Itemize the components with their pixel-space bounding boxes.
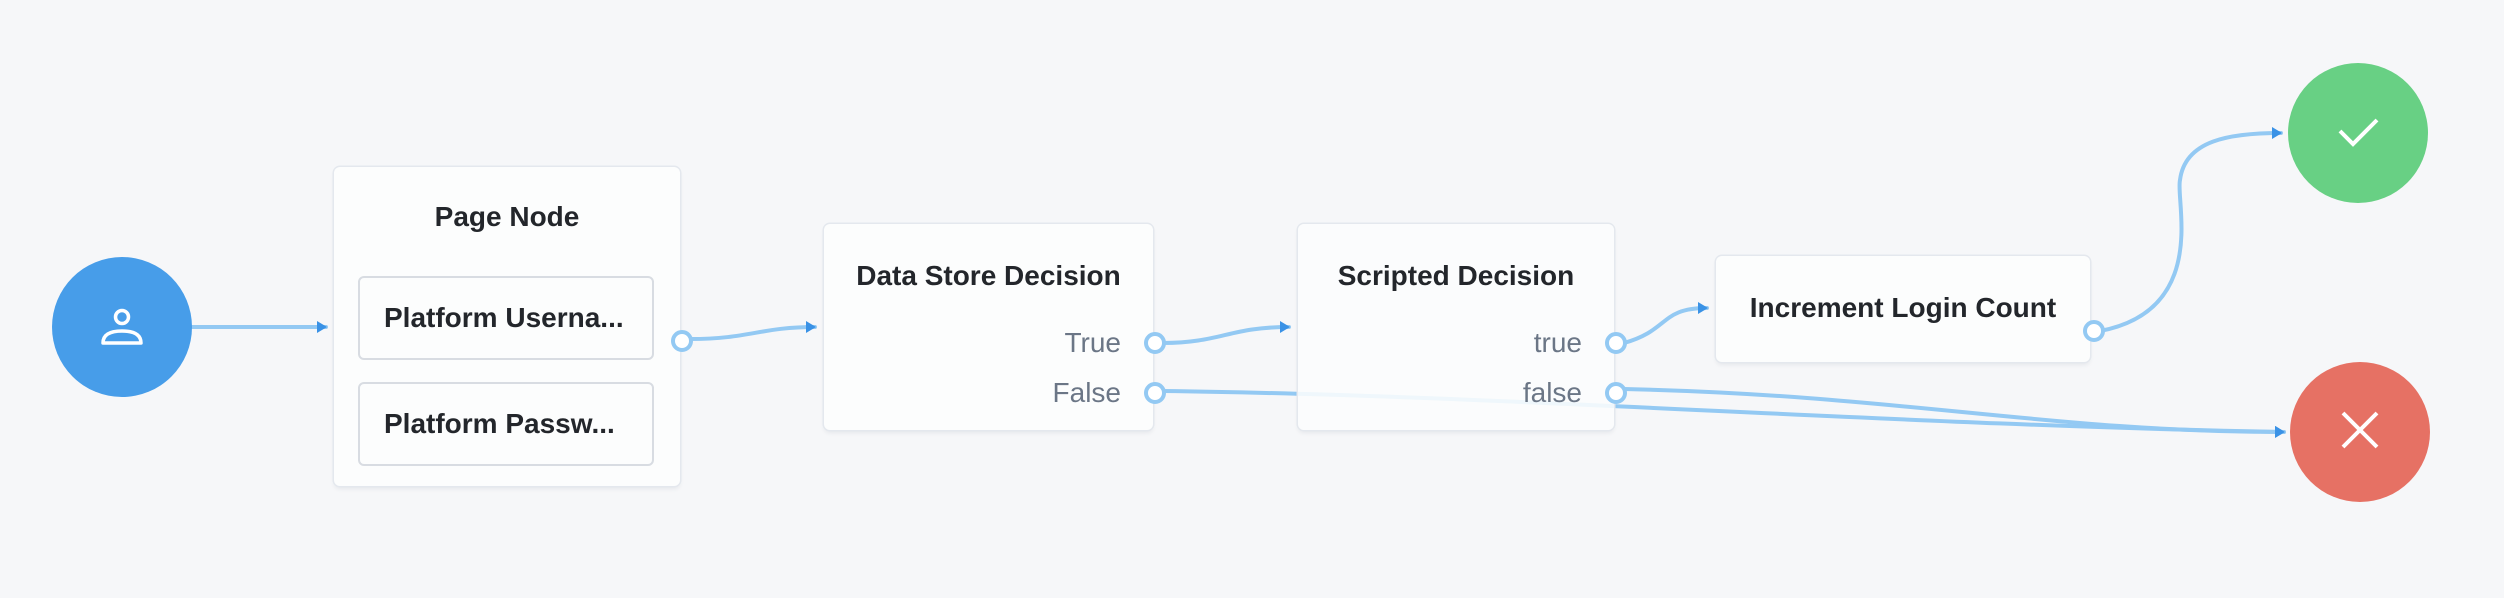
output-port-true[interactable]	[1144, 332, 1166, 354]
output-port[interactable]	[2083, 320, 2105, 342]
output-port-false[interactable]	[1605, 382, 1627, 404]
success-node[interactable]	[2288, 63, 2428, 203]
outcome-label-true: True	[1064, 327, 1121, 358]
output-port-false[interactable]	[1144, 382, 1166, 404]
data-store-decision-node[interactable]: Data Store Decision True False	[824, 224, 1166, 430]
link-increment-to-success	[2098, 127, 2283, 333]
outcome-label-true: true	[1533, 327, 1582, 358]
page-node-item-username[interactable]: Platform Userna...	[358, 276, 654, 360]
increment-login-count-node[interactable]: Increment Login Count	[1716, 256, 2105, 362]
output-port[interactable]	[671, 330, 693, 352]
check-icon	[2333, 106, 2383, 161]
outcome-label-false: False	[1052, 377, 1121, 408]
item-label: Platform Passw...	[384, 408, 615, 439]
output-port-true[interactable]	[1605, 332, 1627, 354]
start-node[interactable]	[52, 257, 192, 397]
page-node-item-password[interactable]: Platform Passw...	[358, 382, 654, 466]
node-title: Page Node	[434, 201, 580, 232]
link-scripted-false-to-failure	[1622, 387, 2286, 438]
link-page-to-datastore	[688, 321, 817, 341]
node-title: Scripted Decision	[1337, 260, 1575, 291]
scripted-decision-node[interactable]: Scripted Decision true false	[1298, 224, 1627, 430]
item-label: Platform Userna...	[384, 302, 624, 333]
page-node[interactable]: Page Node Platform Userna... Platform Pa…	[334, 167, 693, 486]
node-title: Data Store Decision	[856, 260, 1121, 291]
x-icon	[2340, 410, 2380, 455]
person-icon	[97, 300, 147, 355]
failure-node[interactable]	[2290, 362, 2430, 502]
link-scripted-true-to-increment	[1622, 302, 1709, 345]
node-title: Increment Login Count	[1749, 292, 2057, 323]
link-datastore-true-to-scripted	[1161, 321, 1291, 345]
outcome-label-false: false	[1522, 377, 1582, 408]
